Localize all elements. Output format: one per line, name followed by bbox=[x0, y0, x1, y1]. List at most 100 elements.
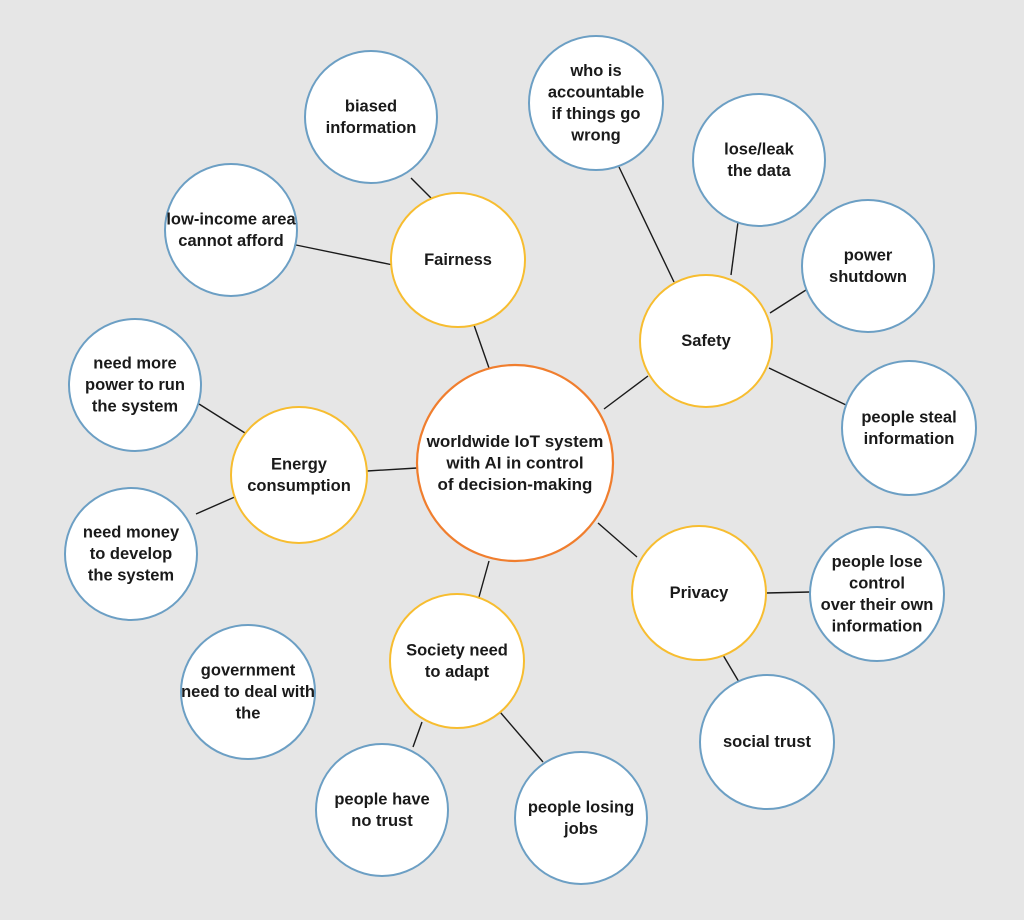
category-circle-energy-consumption bbox=[230, 406, 368, 544]
leaf-label-who-is-accountable-line-3: if things go bbox=[552, 105, 641, 123]
leaf-label-need-money-line-1: need money bbox=[83, 524, 180, 542]
leaf-label-people-lose-control-line-1: people lose bbox=[832, 553, 923, 571]
leaf-node-who-is-accountable: who is accountable if things go wrong bbox=[528, 35, 664, 171]
leaf-node-government-need-to-deal: government need to deal with the bbox=[180, 624, 316, 760]
leaf-node-need-more-power: need more power to run the system bbox=[68, 318, 202, 452]
leaf-node-people-losing-jobs: people losing jobs bbox=[514, 751, 648, 885]
leaf-label-government-need-to-deal-line-2: need to deal with bbox=[181, 683, 315, 701]
edge-center-to-privacy bbox=[597, 522, 638, 558]
category-node-energy-consumption: Energy consumption bbox=[230, 406, 368, 544]
leaf-label-power-shutdown-line-1: power bbox=[844, 246, 893, 264]
edge-energy-consumption-to-need-money bbox=[195, 495, 238, 515]
leaf-circle-government-need-to-deal bbox=[180, 624, 316, 760]
leaf-node-people-have-no-trust: people have no trust bbox=[315, 743, 449, 877]
leaf-label-need-money-line-3: the system bbox=[88, 567, 174, 585]
category-node-privacy: Privacy bbox=[631, 525, 767, 661]
edge-energy-consumption-to-need-more-power bbox=[198, 403, 246, 434]
leaf-circle-people-steal-information bbox=[841, 360, 977, 496]
edge-center-to-society-need-to-adapt bbox=[478, 560, 490, 598]
leaf-node-people-steal-information: people steal information bbox=[841, 360, 977, 496]
edge-safety-to-power-shutdown bbox=[769, 289, 807, 314]
edge-safety-to-people-steal-information bbox=[768, 367, 847, 406]
category-label-fairness-line-1: Fairness bbox=[424, 251, 492, 269]
leaf-label-who-is-accountable-line-1: who is bbox=[569, 62, 621, 80]
center-label-center-line-2: with AI in control bbox=[445, 454, 583, 473]
leaf-label-government-need-to-deal-line-3: the bbox=[236, 705, 261, 723]
leaf-circle-low-income-area bbox=[164, 163, 298, 297]
leaf-circle-people-lose-control bbox=[809, 526, 945, 662]
center-label-center-line-3: of decision-making bbox=[438, 475, 593, 494]
category-label-society-need-to-adapt-line-2: to adapt bbox=[425, 663, 490, 681]
leaf-node-need-money: need money to develop the system bbox=[64, 487, 198, 621]
nodes-layer: worldwide IoT system with AI in control of… bbox=[64, 35, 977, 885]
center-node-center: worldwide IoT system with AI in control of… bbox=[415, 363, 615, 563]
edge-fairness-to-biased-information bbox=[410, 177, 432, 199]
leaf-label-government-need-to-deal-line-1: government bbox=[201, 662, 296, 680]
leaf-label-low-income-area-line-2: cannot afford bbox=[178, 232, 283, 250]
category-label-society-need-to-adapt-line-1: Society need bbox=[406, 641, 508, 659]
edge-society-need-to-adapt-to-people-losing-jobs bbox=[499, 711, 544, 763]
edge-privacy-to-social-trust bbox=[722, 654, 740, 683]
leaf-node-people-lose-control: people lose control over their own informat… bbox=[809, 526, 945, 662]
category-node-safety: Safety bbox=[639, 274, 773, 408]
edge-safety-to-lose-leak-data bbox=[730, 221, 739, 276]
leaf-label-people-lose-control-line-3: over their own bbox=[821, 596, 934, 614]
leaf-circle-social-trust bbox=[699, 674, 835, 810]
edges-layer bbox=[195, 166, 847, 763]
leaf-node-low-income-area: low-income area cannot afford bbox=[164, 163, 298, 297]
leaf-label-people-steal-information-line-2: information bbox=[864, 430, 955, 448]
leaf-node-biased-information: biased information bbox=[304, 50, 438, 184]
leaf-label-biased-information-line-2: information bbox=[326, 119, 417, 137]
edge-society-need-to-adapt-to-people-have-no-trust bbox=[412, 721, 423, 748]
leaf-circle-need-money bbox=[64, 487, 198, 621]
leaf-circle-need-more-power bbox=[68, 318, 202, 452]
center-circle-center bbox=[415, 363, 615, 563]
leaf-node-social-trust: social trust bbox=[699, 674, 835, 810]
leaf-circle-power-shutdown bbox=[801, 199, 935, 333]
leaf-label-need-more-power-line-1: need more bbox=[93, 355, 176, 373]
leaf-label-need-more-power-line-3: the system bbox=[92, 398, 178, 416]
category-circle-safety bbox=[639, 274, 773, 408]
leaf-label-people-losing-jobs-line-2: jobs bbox=[563, 820, 598, 838]
center-label-center-line-1: worldwide IoT system bbox=[426, 432, 604, 451]
leaf-label-low-income-area-line-1: low-income area bbox=[166, 210, 296, 228]
edge-safety-to-who-is-accountable bbox=[618, 166, 675, 283]
leaf-label-social-trust-line-1: social trust bbox=[723, 733, 812, 751]
category-node-fairness: Fairness bbox=[390, 192, 526, 328]
leaf-label-people-lose-control-line-2: control bbox=[849, 574, 905, 592]
leaf-circle-lose-leak-data bbox=[692, 93, 826, 227]
leaf-node-lose-leak-data: lose/leak the data bbox=[692, 93, 826, 227]
edge-fairness-to-low-income-area bbox=[295, 244, 394, 266]
leaf-label-who-is-accountable-line-4: wrong bbox=[570, 126, 621, 144]
leaf-label-people-steal-information-line-1: people steal bbox=[861, 408, 956, 426]
leaf-node-power-shutdown: power shutdown bbox=[801, 199, 935, 333]
leaf-label-people-have-no-trust-line-1: people have bbox=[334, 790, 429, 808]
leaf-label-lose-leak-data-line-1: lose/leak bbox=[724, 140, 795, 158]
leaf-label-who-is-accountable-line-2: accountable bbox=[548, 83, 644, 101]
category-label-privacy-line-1: Privacy bbox=[670, 584, 730, 602]
leaf-label-people-losing-jobs-line-1: people losing bbox=[528, 798, 634, 816]
category-label-safety-line-1: Safety bbox=[681, 332, 731, 350]
leaf-circle-people-losing-jobs bbox=[514, 751, 648, 885]
category-label-energy-consumption-line-1: Energy bbox=[271, 455, 328, 473]
edge-center-to-fairness bbox=[473, 324, 490, 369]
leaf-label-biased-information-line-1: biased bbox=[345, 97, 397, 115]
leaf-label-people-have-no-trust-line-2: no trust bbox=[351, 812, 413, 830]
leaf-circle-biased-information bbox=[304, 50, 438, 184]
leaf-label-need-money-line-2: to develop bbox=[90, 545, 173, 563]
leaf-circle-who-is-accountable bbox=[528, 35, 664, 171]
leaf-label-lose-leak-data-line-2: the data bbox=[727, 162, 791, 180]
leaf-circle-people-have-no-trust bbox=[315, 743, 449, 877]
edge-privacy-to-people-lose-control bbox=[765, 591, 811, 594]
leaf-label-power-shutdown-line-2: shutdown bbox=[829, 268, 907, 286]
edge-center-to-energy-consumption bbox=[366, 467, 418, 472]
category-circle-fairness bbox=[390, 192, 526, 328]
edge-center-to-safety bbox=[603, 375, 649, 410]
category-circle-privacy bbox=[631, 525, 767, 661]
category-label-energy-consumption-line-2: consumption bbox=[247, 477, 351, 495]
category-node-society-need-to-adapt: Society need to adapt bbox=[389, 593, 525, 729]
leaf-label-people-lose-control-line-4: information bbox=[832, 617, 923, 635]
leaf-label-need-more-power-line-2: power to run bbox=[85, 376, 185, 394]
